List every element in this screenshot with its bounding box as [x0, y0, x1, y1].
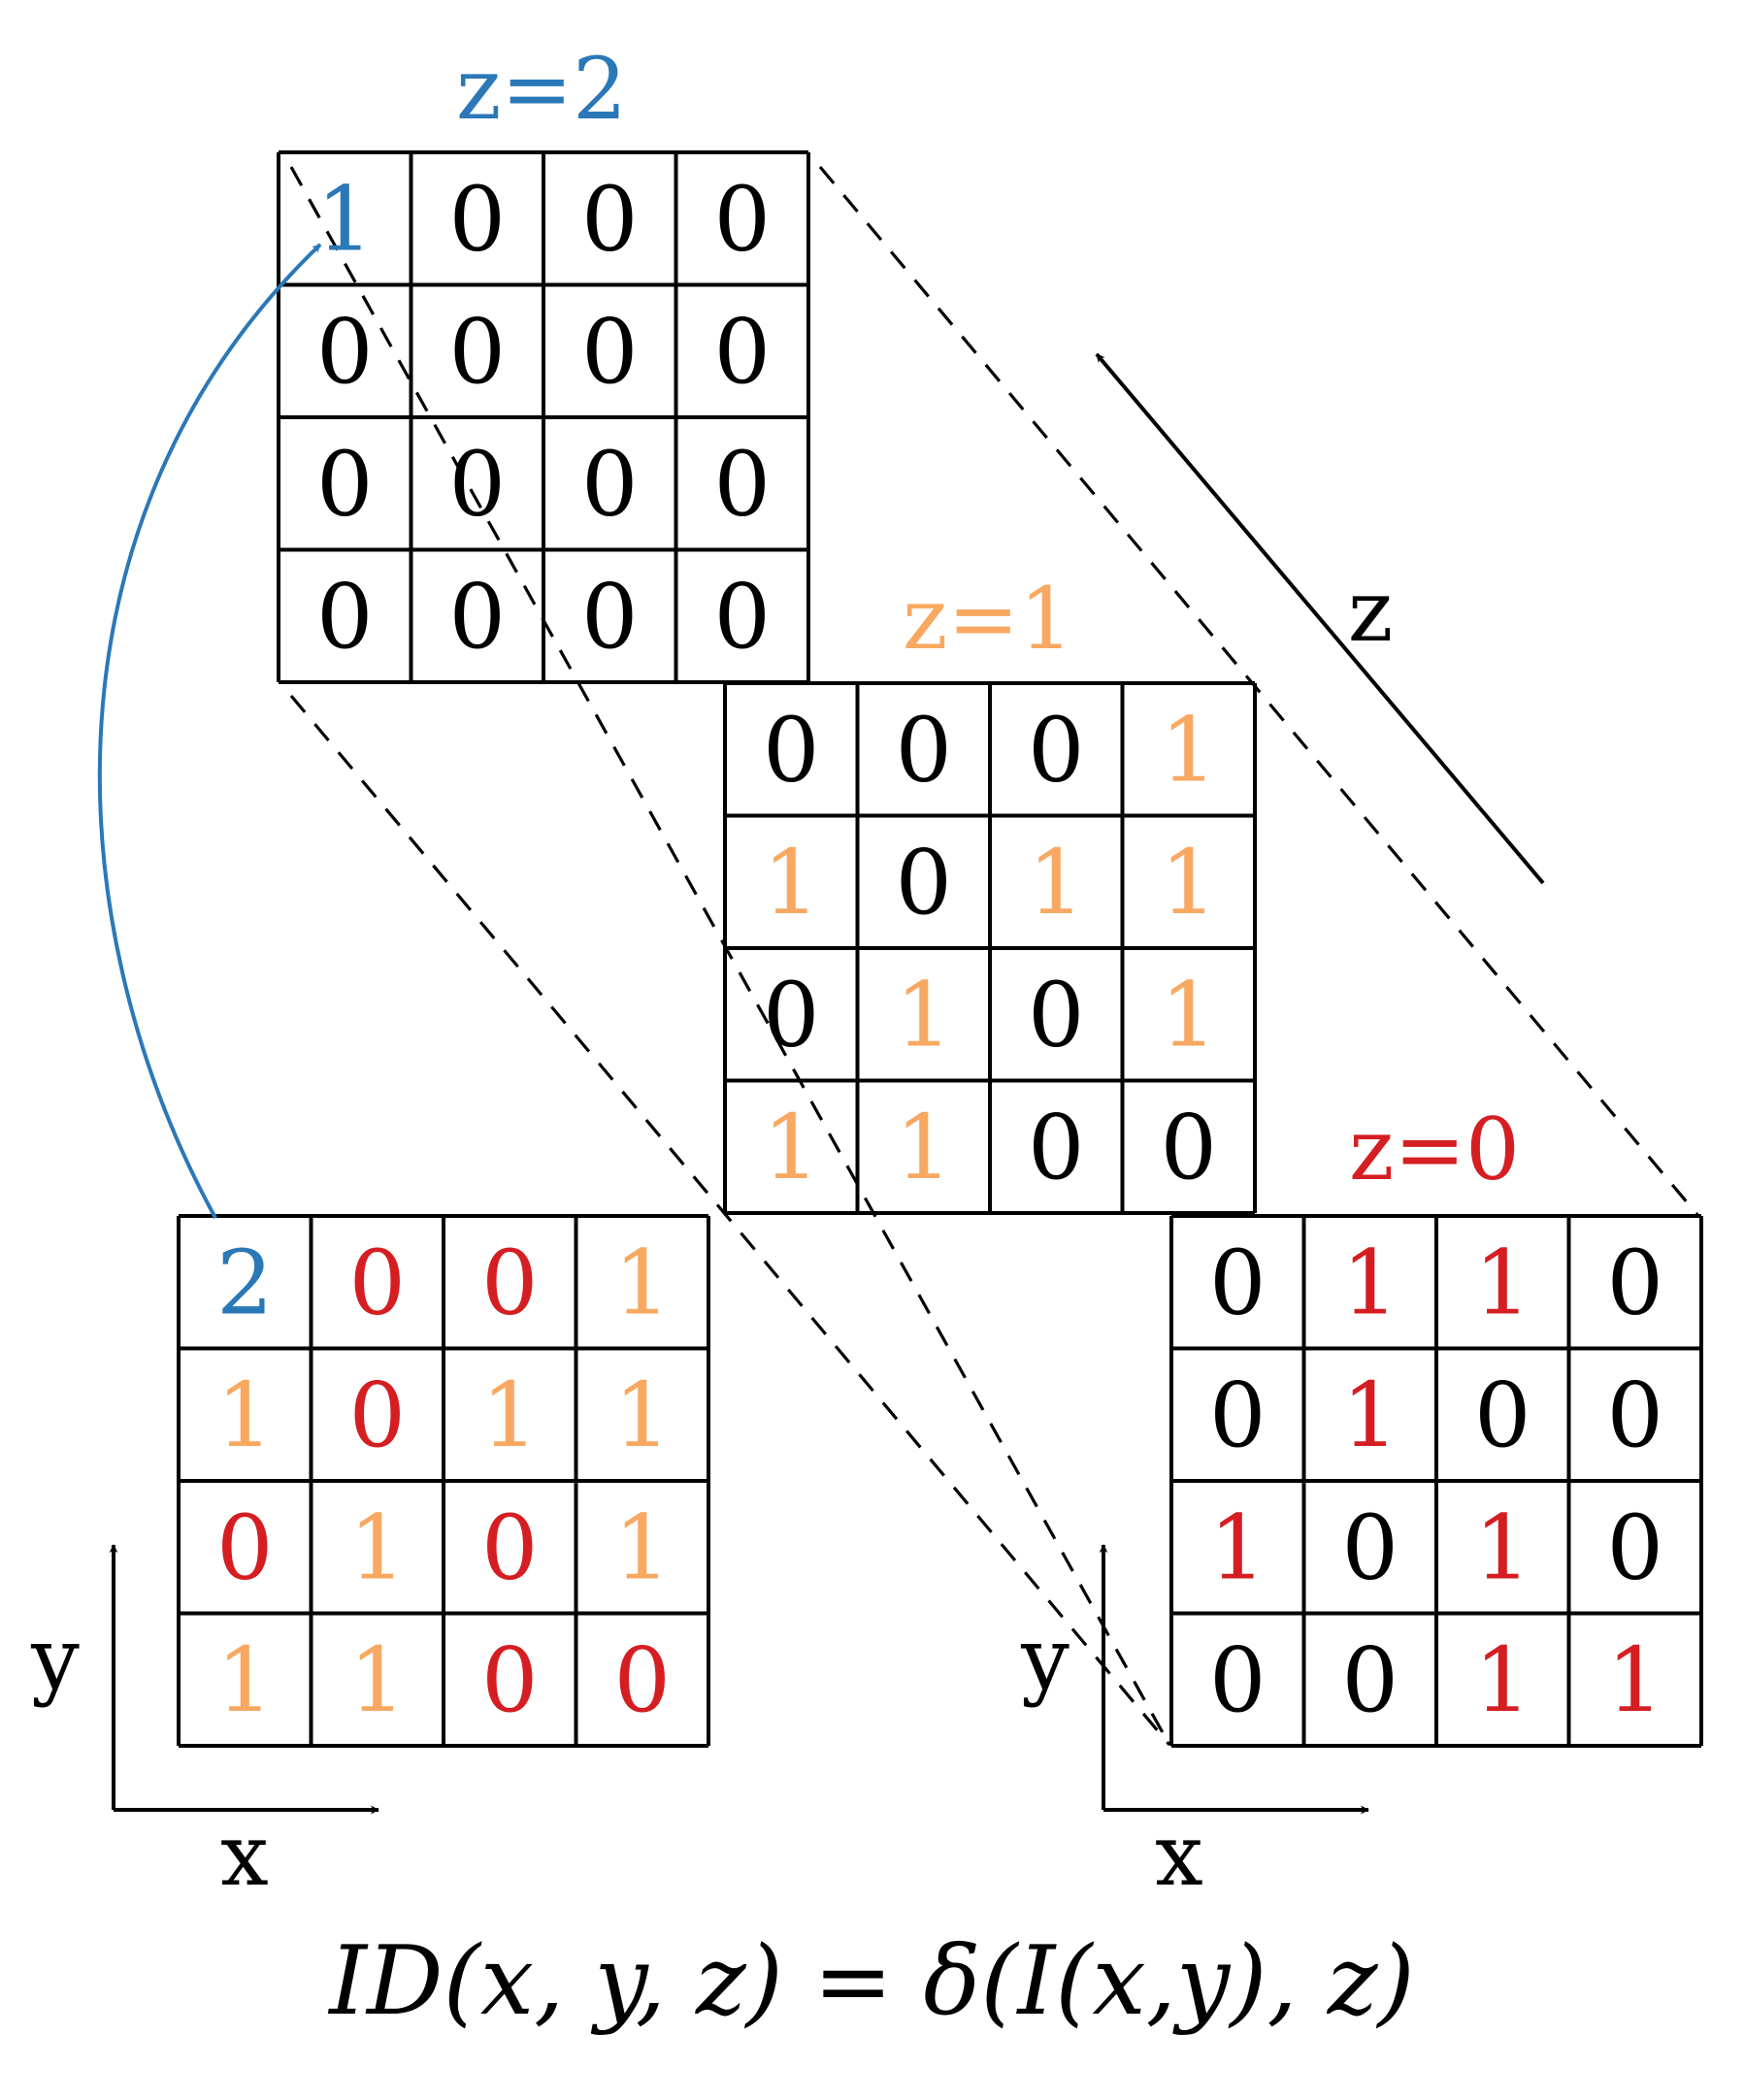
grid-cell-z2: 0 [448, 300, 506, 404]
grid-cell-z1: 1 [1028, 831, 1085, 935]
grid-cell-input: 0 [481, 1230, 539, 1334]
left-y-axis-label: y [30, 1609, 80, 1709]
projection-line-top-left [289, 166, 1171, 1746]
formula: ID(x, y, z) = δ(I(x,y), z) [0, 1926, 1744, 2037]
grid-cell-z1: 1 [1160, 698, 1217, 802]
layer-label-z0: z=0 [1349, 1099, 1520, 1199]
grid-cell-input: 1 [613, 1230, 671, 1334]
grid-cell-z2: 0 [316, 565, 374, 669]
grid-cell-input: 0 [348, 1363, 406, 1467]
grid-cell-z1: 0 [763, 963, 820, 1066]
grid-cell-z2: 0 [316, 432, 374, 536]
grid-cell-z2: 0 [581, 432, 639, 536]
grid-cell-z1: 0 [895, 831, 952, 935]
right-x-axis-label: x [1155, 1805, 1203, 1905]
projection-lines [289, 165, 1700, 1747]
grid-cell-input: 2 [216, 1230, 274, 1334]
grid-cell-z2: 0 [448, 432, 506, 536]
formula-text: ID(x, y, z) = δ(I(x,y), z) [329, 1926, 1415, 2037]
grid-cell-input: 1 [613, 1495, 671, 1599]
grid-cell-z2: 0 [316, 300, 374, 404]
grid-cell-input: 1 [216, 1363, 274, 1467]
projection-line-bottom-left [289, 694, 1171, 1747]
grid-cell-z1: 0 [763, 698, 820, 802]
layer-label-z2: z=2 [456, 39, 627, 139]
grid-cell-input: 0 [481, 1628, 539, 1732]
grid-cell-input: 1 [348, 1628, 406, 1732]
grid-cell-z0: 1 [1474, 1230, 1531, 1334]
grid-cell-z1: 0 [895, 698, 952, 802]
grid-cell-z2: 0 [581, 565, 639, 669]
grid-cell-z0: 0 [1606, 1363, 1663, 1467]
grid-cell-input: 0 [216, 1495, 274, 1599]
grid-cell-z0: 0 [1474, 1363, 1531, 1467]
grid-cell-z1: 0 [1160, 1096, 1217, 1199]
grid-cell-z1: 1 [1160, 831, 1217, 935]
grid-cell-z1: 0 [1028, 698, 1085, 802]
layer-label-z1: z=1 [903, 569, 1073, 669]
grid-cell-z1: 0 [1028, 1096, 1085, 1199]
grid-cell-z2: 1 [316, 167, 374, 271]
right-y-axis-label: y [1020, 1609, 1069, 1709]
grid-cell-z0: 0 [1341, 1628, 1398, 1732]
grid-cell-z0: 0 [1606, 1230, 1663, 1334]
mapping-arrow-curve [97, 243, 322, 1219]
grid-cell-input: 1 [613, 1363, 671, 1467]
grid-cell-z0: 0 [1209, 1230, 1267, 1334]
grid-cell-z0: 0 [1209, 1628, 1267, 1732]
grid-cell-z2: 0 [713, 432, 771, 536]
z-axis-arrow [1095, 352, 1545, 885]
grid-cell-z0: 0 [1606, 1495, 1663, 1599]
grid-cell-z0: 0 [1341, 1495, 1398, 1599]
grid-cell-input: 1 [216, 1628, 274, 1732]
grid-cell-z2: 0 [581, 300, 639, 404]
grid-cell-z0: 1 [1341, 1230, 1398, 1334]
grid-cell-z0: 1 [1474, 1495, 1531, 1599]
grid-cell-z2: 0 [581, 167, 639, 271]
grid-cell-input: 0 [481, 1495, 539, 1599]
grid-cell-input: 1 [481, 1363, 539, 1467]
grid-cell-z2: 0 [713, 300, 771, 404]
grid-cell-z1: 1 [895, 963, 952, 1066]
left-x-axis-label: x [220, 1805, 269, 1905]
grid-cell-z1: 1 [895, 1096, 952, 1199]
grid-cell-z1: 1 [763, 831, 820, 935]
grid-cell-z1: 1 [1160, 963, 1217, 1066]
grid-cell-z0: 1 [1341, 1363, 1398, 1467]
grid-cell-z1: 0 [1028, 963, 1085, 1066]
grid-cell-z2: 0 [713, 565, 771, 669]
grid-cell-input: 0 [348, 1230, 406, 1334]
grid-cell-input: 0 [613, 1628, 671, 1732]
grid-cell-z2: 0 [713, 167, 771, 271]
grid-cell-z0: 1 [1606, 1628, 1663, 1732]
grid-cell-z2: 0 [448, 167, 506, 271]
grid-cell-z1: 1 [763, 1096, 820, 1199]
projection-line-top-right [818, 165, 1700, 1218]
grid-cell-z0: 0 [1209, 1363, 1267, 1467]
grid-cell-z0: 1 [1474, 1628, 1531, 1732]
grid-cell-z0: 1 [1209, 1495, 1267, 1599]
z-axis-label: z [1348, 561, 1393, 661]
grid-cell-z2: 0 [448, 565, 506, 669]
grid-cell-input: 1 [348, 1495, 406, 1599]
